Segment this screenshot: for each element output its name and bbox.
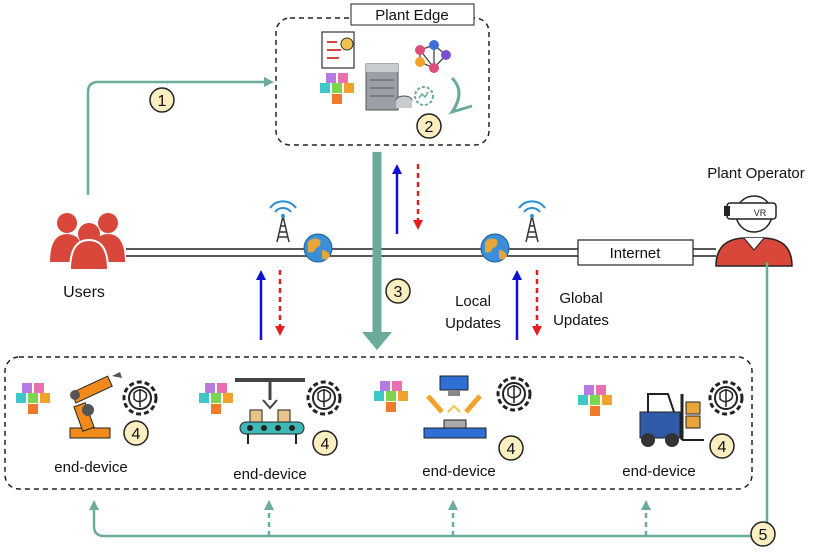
end-device-4: 4 end-device bbox=[578, 380, 744, 480]
device-4-step-text: 4 bbox=[718, 439, 727, 456]
local-updates-line1: Local bbox=[455, 293, 491, 310]
forklift-icon bbox=[639, 393, 704, 447]
users-icon bbox=[50, 213, 125, 271]
left-tower-icon bbox=[269, 200, 297, 243]
step-3-text: 3 bbox=[394, 284, 403, 301]
device-2-step-text: 4 bbox=[321, 436, 330, 453]
conveyor-icon bbox=[235, 378, 305, 444]
device-3-step-text: 4 bbox=[507, 441, 516, 458]
vr-text: VR bbox=[754, 208, 767, 218]
internet-label: Internet bbox=[610, 245, 662, 262]
step-3-arrowhead bbox=[362, 332, 392, 350]
device-1-ai-icon bbox=[122, 380, 158, 416]
right-tower-icon bbox=[518, 200, 546, 243]
device-4-ai-icon bbox=[708, 380, 744, 416]
device-2-cubes-icon bbox=[199, 383, 233, 414]
welding-robot-icon bbox=[423, 375, 487, 439]
server-icon bbox=[365, 63, 413, 111]
device-3-cubes-icon bbox=[374, 381, 408, 412]
operator-label: Plant Operator bbox=[707, 165, 805, 182]
device-2-ai-icon bbox=[306, 380, 342, 416]
device-4-cubes-icon bbox=[578, 385, 612, 416]
internet-box bbox=[577, 239, 694, 266]
device-4-label: end-device bbox=[622, 463, 695, 480]
step-1-text: 1 bbox=[158, 93, 167, 110]
device-2-label: end-device bbox=[233, 466, 306, 483]
device-1-cubes-icon bbox=[16, 383, 50, 414]
step-1-arrow bbox=[86, 77, 274, 195]
end-devices-box bbox=[4, 356, 753, 490]
device-3-label: end-device bbox=[422, 463, 495, 480]
robot-arm-icon bbox=[69, 372, 122, 439]
global-updates-line1: Global bbox=[559, 290, 602, 307]
device-1-step-text: 4 bbox=[132, 426, 141, 443]
plant-edge-title: Plant Edge bbox=[375, 7, 448, 24]
end-device-3: 4 end-device bbox=[374, 375, 532, 480]
end-device-1: 4 end-device bbox=[16, 372, 158, 476]
update-cycle-arrow-icon bbox=[448, 76, 473, 115]
step-5-text: 5 bbox=[759, 527, 768, 544]
data-cubes-icon bbox=[320, 73, 354, 104]
document-checklist-icon bbox=[321, 31, 355, 69]
global-updates-line2: Updates bbox=[553, 312, 609, 329]
network-graph-icon bbox=[415, 40, 451, 73]
right-globe-icon bbox=[480, 233, 510, 263]
device-3-ai-icon bbox=[496, 376, 532, 412]
operator-vr-icon: VR bbox=[715, 195, 793, 267]
users-label: Users bbox=[63, 284, 105, 301]
step-2-text: 2 bbox=[425, 119, 434, 136]
local-updates-line2: Updates bbox=[445, 315, 501, 332]
device-1-label: end-device bbox=[54, 459, 127, 476]
plant-edge-title-box bbox=[350, 3, 475, 26]
end-device-2: 4 end-device bbox=[199, 378, 342, 483]
left-globe-icon bbox=[303, 233, 333, 263]
gear-chart-icon bbox=[414, 86, 434, 106]
